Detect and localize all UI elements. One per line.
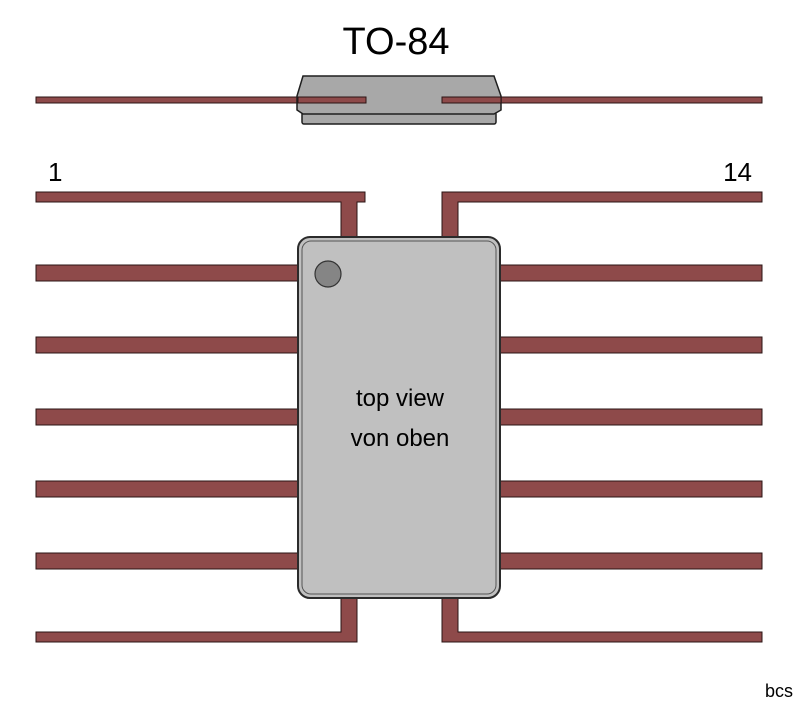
lead-pin-4: [35, 408, 301, 426]
side-leads: [35, 264, 763, 570]
pin-label-1: 1: [48, 157, 62, 187]
body-inner-outline: [301, 240, 497, 595]
lead-pin-11: [497, 408, 763, 426]
lead-pin-5: [35, 480, 301, 498]
lead-pin-9: [497, 552, 763, 570]
side-lead-right-inner: [441, 96, 502, 104]
lead-pin-13: [497, 264, 763, 282]
body-text-von-oben: von oben: [351, 425, 450, 452]
lead-pin-8: [441, 595, 763, 643]
lead-pin-6: [35, 552, 301, 570]
lead-pin-1: [35, 191, 366, 239]
side-lead-left-inner: [297, 96, 367, 104]
lead-pin-14: [441, 191, 763, 239]
side-view: [35, 75, 763, 125]
package-body: top view von oben: [297, 236, 501, 599]
credit-label: bcs: [765, 681, 793, 701]
lead-pin-7: [35, 595, 358, 643]
body-outline: [297, 236, 501, 599]
side-body: [296, 75, 502, 115]
pin-label-14: 14: [723, 157, 752, 187]
diagram-title: TO-84: [342, 21, 449, 63]
body-text-top-view: top view: [356, 385, 445, 412]
pin1-marker-icon: [314, 260, 342, 288]
lead-pin-12: [497, 336, 763, 354]
lead-pin-10: [497, 480, 763, 498]
lead-pin-2: [35, 264, 301, 282]
lead-pin-3: [35, 336, 301, 354]
